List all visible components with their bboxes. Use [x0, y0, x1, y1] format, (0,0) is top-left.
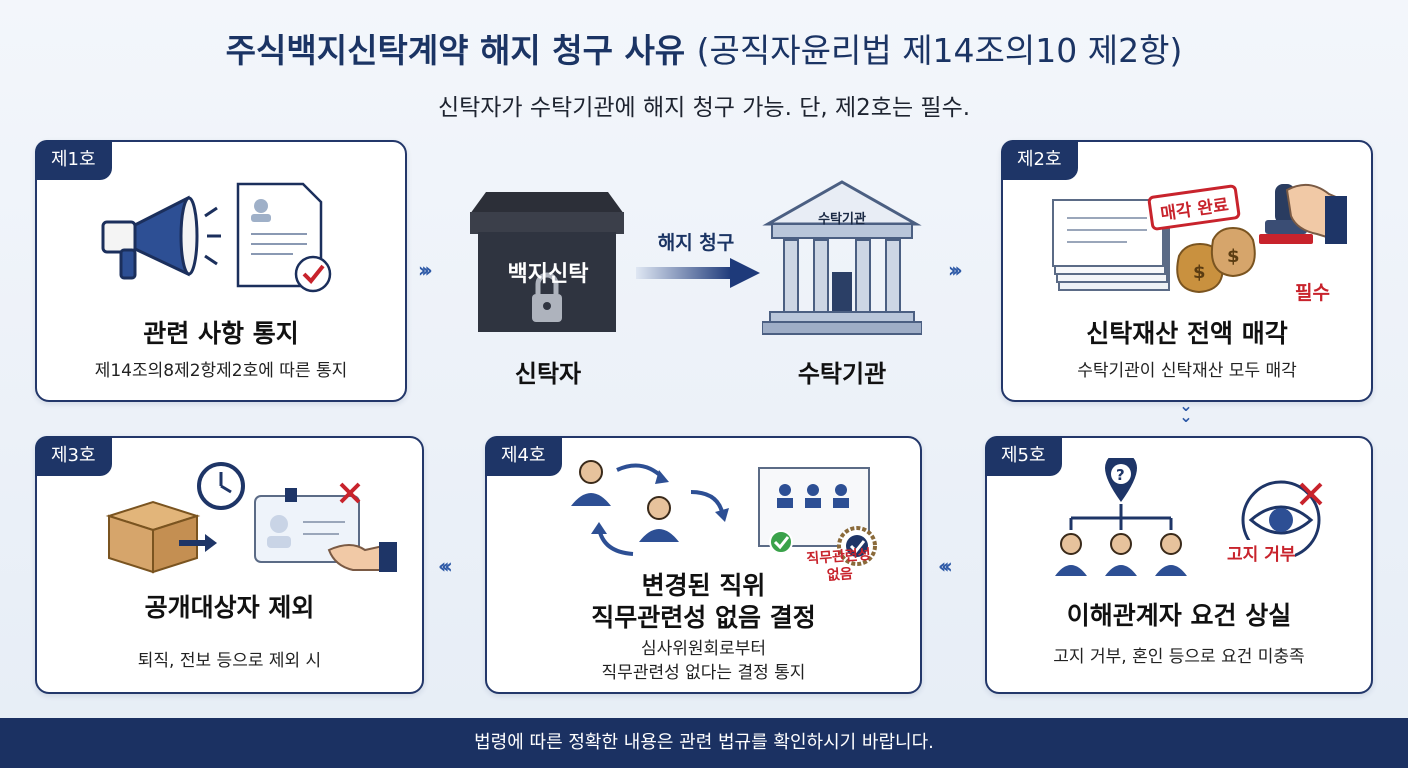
- card-tab: 제1호: [35, 140, 112, 180]
- flow-arrow-right-icon: ›››: [418, 258, 433, 282]
- card-title: 관련 사항 통지: [143, 319, 299, 348]
- footer-notice: 법령에 따른 정확한 내용은 관련 법규를 확인하시기 바랍니다.: [0, 718, 1408, 768]
- flow-arrow-right-icon: ›››: [948, 258, 963, 282]
- stakeholder-tree-icon: ?: [1055, 458, 1323, 576]
- id-card-icon: [254, 482, 397, 572]
- svg-text:?: ?: [1116, 466, 1125, 484]
- box-clock-idcard-icon: [105, 462, 397, 574]
- sold-assets-stamp-icon: $ $: [1052, 183, 1347, 294]
- card-clause-1: 제1호 관련 사항 통지 제14조의8제2항제2호에 따른 통지: [35, 140, 407, 402]
- request-arrow-icon: [636, 258, 760, 288]
- card-title: 신탁재산 전액 매각: [1086, 319, 1288, 348]
- stock-certificates-icon: [1052, 199, 1170, 291]
- page-subtitle: 신탁자가 수탁기관에 해지 청구 가능. 단, 제2호는 필수.: [437, 95, 971, 121]
- card-description-line-2: 직무관련성 없다는 결정 통지: [601, 663, 806, 683]
- position-change-certificate-icon: [571, 460, 877, 566]
- card-tab: 제2호: [1001, 140, 1078, 180]
- page-title-ref: (공직자윤리법 제14조의10 제2항): [696, 31, 1183, 70]
- card-description: 제14조의8제2항제2호에 따른 통지: [94, 361, 348, 381]
- svg-text:$: $: [1227, 246, 1240, 267]
- card-clause-3: 제3호 공개대상자 제외 퇴직, 전보 등으로 제외 시: [35, 436, 424, 694]
- certificate-icon: [758, 467, 877, 566]
- truster-caption: 신탁자: [514, 360, 582, 388]
- document-icon: [236, 182, 332, 293]
- money-bag-icon: $ $: [1176, 226, 1256, 294]
- card-title: 공개대상자 제외: [144, 593, 315, 622]
- page-title-main: 주식백지신탁계약 해지 청구 사유: [225, 31, 686, 70]
- card-clause-5: 제5호 ? 고지 거부 이해관계자 요건 상실 고지 거부, 혼인 등으: [985, 436, 1373, 694]
- card-title-line-2: 직무관련성 없음 결정: [591, 603, 816, 632]
- stamp-hand-icon: [1259, 183, 1347, 244]
- card-clause-4: 제4호 직무관련성: [485, 436, 922, 694]
- page-title: 주식백지신탁계약 해지 청구 사유 (공직자윤리법 제14조의10 제2항): [0, 24, 1408, 72]
- card-tab: 제3호: [35, 436, 112, 476]
- position-change-icon: [571, 460, 729, 556]
- refusal-badge: 고지 거부: [1227, 540, 1296, 565]
- flow-arrow-down-icon: ⌄⌄: [1179, 396, 1193, 426]
- flow-arrow-left-icon: ‹‹‹: [438, 554, 453, 578]
- card-tab: 제4호: [485, 436, 562, 476]
- card-tab: 제5호: [985, 436, 1062, 476]
- card-description: 고지 거부, 혼인 등으로 요건 미충족: [1053, 647, 1305, 667]
- card-title: 이해관계자 요건 상실: [1066, 601, 1292, 630]
- termination-request-label: 해지 청구: [657, 232, 735, 254]
- card-description: 수탁기관이 신탁재산 모두 매각: [1077, 361, 1297, 381]
- org-chart-icon: ?: [1055, 458, 1187, 576]
- card-clause-2: 제2호 $ $ 매각 완료 필수 신탁재산 전액 매각 수탁기관이 신탁재산 모…: [1001, 140, 1373, 402]
- trustee-building-icon: [762, 180, 922, 335]
- flow-arrow-left-icon: ‹‹‹: [938, 554, 953, 578]
- blank-trust-box-icon: [470, 192, 624, 332]
- building-sign-label: 수탁기관: [818, 212, 866, 227]
- card-description-line-1: 심사위원회로부터: [640, 639, 767, 659]
- moving-box-icon: [105, 500, 217, 574]
- trustee-caption: 수탁기관: [797, 360, 887, 388]
- required-badge: 필수: [1295, 282, 1330, 304]
- card-description: 퇴직, 전보 등으로 제외 시: [137, 651, 322, 671]
- megaphone-document-icon: [101, 182, 332, 293]
- blocked-eye-icon: [1241, 480, 1323, 560]
- svg-text:$: $: [1193, 262, 1206, 283]
- trust-box-label: 백지신탁: [507, 262, 589, 287]
- clock-icon: [197, 462, 245, 510]
- megaphone-icon: [101, 195, 221, 280]
- card-title-line-1: 변경된 직위: [641, 571, 766, 600]
